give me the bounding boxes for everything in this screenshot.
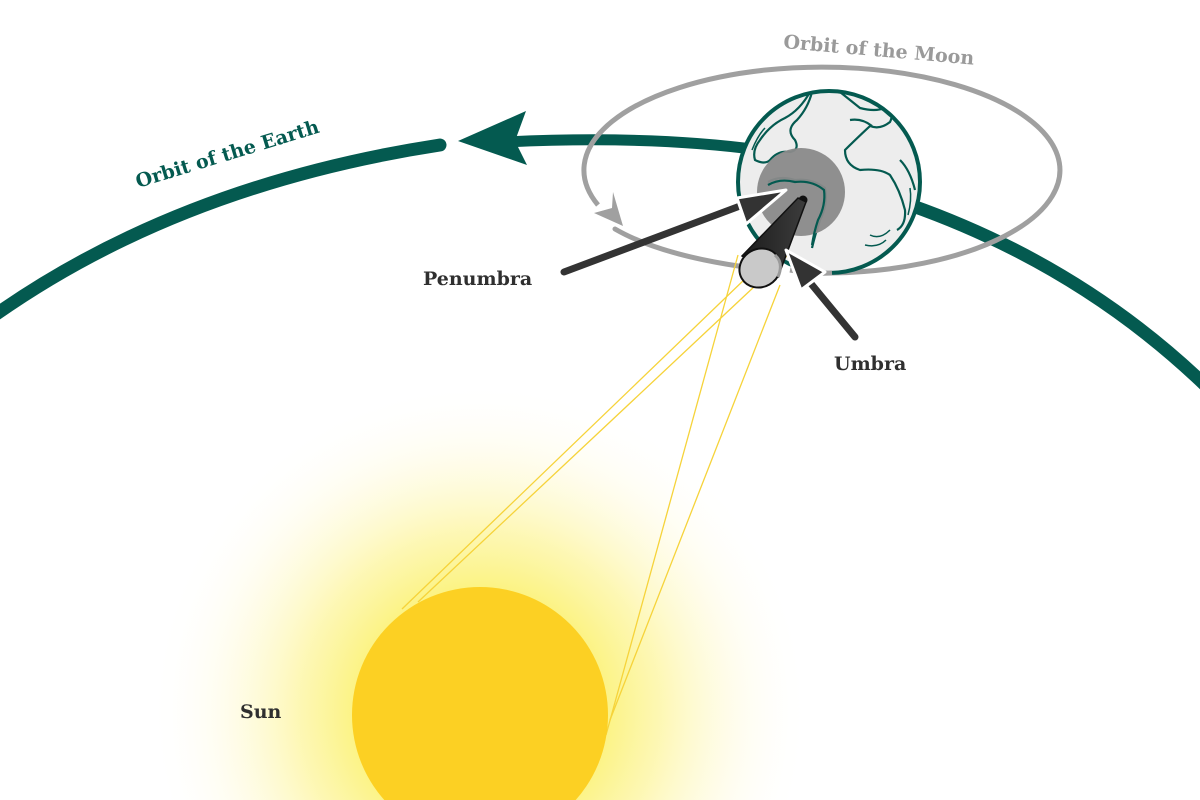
label-penumbra: Penumbra — [423, 268, 532, 290]
light-rays — [401, 254, 789, 736]
moon-orbit-arrowhead — [594, 192, 623, 226]
earth-orbit — [0, 111, 1200, 390]
label-sun: Sun — [240, 701, 282, 723]
label-umbra: Umbra — [834, 353, 906, 375]
label-orbit-moon: Orbit of the Moon — [783, 31, 976, 70]
earth-orbit-arrowhead — [458, 111, 527, 165]
moon-orbit — [581, 64, 1063, 276]
penumbra-pointer — [560, 188, 788, 276]
moon — [738, 197, 807, 289]
penumbra-shadow — [757, 148, 845, 236]
umbra-pointer — [784, 248, 859, 341]
sun — [352, 587, 608, 800]
